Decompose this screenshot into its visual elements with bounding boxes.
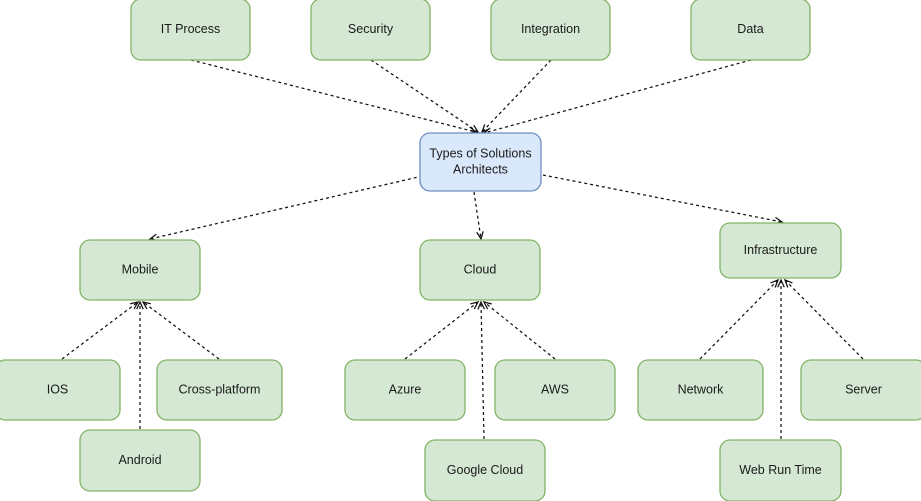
node-label-network: Network <box>678 382 725 396</box>
node-label-it-process: IT Process <box>161 22 221 36</box>
edge-server-infra <box>783 278 864 360</box>
node-label-security: Security <box>348 22 394 36</box>
node-integration[interactable]: Integration <box>490 0 611 61</box>
node-ios[interactable]: IOS <box>0 359 121 421</box>
node-infrastructure[interactable]: Infrastructure <box>719 222 842 279</box>
edge-network-infra <box>699 278 780 360</box>
node-label-infrastructure: Infrastructure <box>744 243 818 257</box>
node-web-run-time[interactable]: Web Run Time <box>719 439 842 501</box>
node-label-cloud: Cloud <box>464 262 497 276</box>
node-azure[interactable]: Azure <box>344 359 466 421</box>
edge-root-cloud <box>473 191 484 241</box>
node-label-server: Server <box>845 382 882 396</box>
edge-security-root <box>370 59 480 133</box>
node-data[interactable]: Data <box>690 0 811 61</box>
edge-it-process-root <box>190 59 478 134</box>
node-label-azure: Azure <box>389 382 422 396</box>
node-label-google-cloud: Google Cloud <box>447 463 523 477</box>
edge-google-cloud-cloud <box>477 300 485 440</box>
edges-layer <box>61 59 864 440</box>
edge-webrun-infra <box>777 278 785 439</box>
node-android[interactable]: Android <box>79 429 201 492</box>
node-label-aws: AWS <box>541 382 569 396</box>
edge-azure-cloud <box>404 301 480 360</box>
edge-android-mobile <box>136 300 144 429</box>
node-google-cloud[interactable]: Google Cloud <box>424 439 546 501</box>
node-label-android: Android <box>118 453 161 467</box>
node-label-ios: IOS <box>47 382 69 396</box>
node-cloud[interactable]: Cloud <box>419 239 541 301</box>
node-label-web-run-time: Web Run Time <box>739 463 821 477</box>
node-label-data: Data <box>737 22 763 36</box>
edge-root-mobile <box>148 171 441 242</box>
node-label-root: Architects <box>453 162 508 176</box>
node-network[interactable]: Network <box>637 359 764 421</box>
edge-cross-mobile <box>141 301 220 360</box>
node-label-cross-platform: Cross-platform <box>179 382 261 396</box>
node-server[interactable]: Server <box>800 359 921 421</box>
node-cross-platform[interactable]: Cross-platform <box>156 359 283 421</box>
node-it-process[interactable]: IT Process <box>130 0 251 61</box>
node-security[interactable]: Security <box>310 0 431 61</box>
node-label-root: Types of Solutions <box>429 146 531 160</box>
node-aws[interactable]: AWS <box>494 359 616 421</box>
edge-ios-mobile <box>61 301 140 360</box>
edge-aws-cloud <box>482 301 556 360</box>
node-mobile[interactable]: Mobile <box>79 239 201 301</box>
edge-root-infrastructure <box>542 174 784 225</box>
node-label-integration: Integration <box>521 22 580 36</box>
edge-integration-root <box>480 59 552 134</box>
node-label-mobile: Mobile <box>122 262 159 276</box>
edge-data-root <box>482 59 752 135</box>
